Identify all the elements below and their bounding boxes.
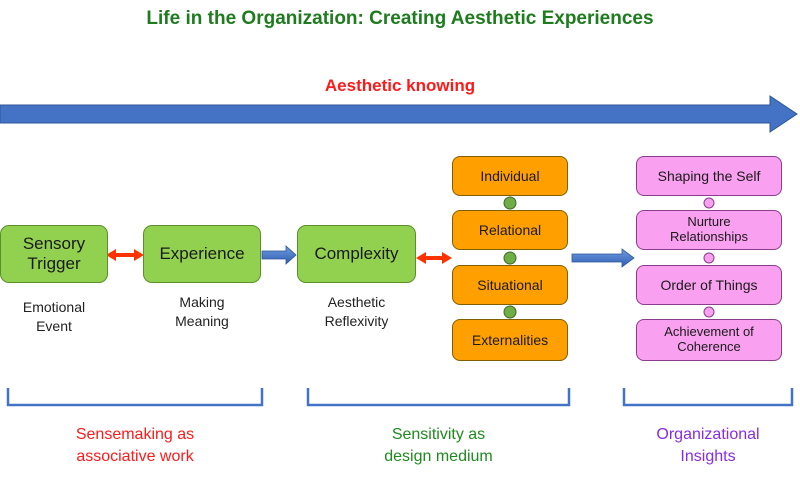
connector-dot: [703, 197, 715, 209]
stage-sensory-trigger: Sensory Trigger: [0, 225, 108, 283]
caption-aesthetic-reflexivity: Aesthetic Reflexivity: [324, 294, 389, 329]
stage-label: Complexity: [314, 244, 399, 264]
connector-dot: [503, 251, 517, 265]
connector-dot: [503, 305, 517, 319]
connector-dot: [703, 306, 715, 318]
group-insights: Organizational Insights: [656, 426, 760, 465]
dimension-situational: Situational: [452, 265, 568, 305]
stage-experience: Experience: [143, 225, 261, 283]
connector-dot: [703, 252, 715, 264]
insight-shaping-self: Shaping the Self: [636, 156, 782, 196]
double-arrow-complexity-dimensions: [416, 252, 452, 264]
group-sensitivity: Sensitivity as design medium: [384, 426, 493, 465]
insight-achievement-coherence: Achievement of Coherence: [636, 319, 782, 361]
caption-emotional-event: Emotional Event: [22, 299, 86, 334]
dimension-relational: Relational: [452, 210, 568, 250]
diagram-title: Life in the Organization: Creating Aesth…: [146, 8, 654, 29]
stage-label: Sensory Trigger: [22, 234, 86, 273]
bracket-sensemaking: [6, 388, 264, 407]
arrow-dimensions-insights: [571, 248, 635, 268]
bracket-sensitivity: [306, 388, 571, 407]
insight-nurture-relationships: Nurture Relationships: [636, 210, 782, 250]
bracket-insights: [622, 388, 794, 407]
aesthetic-knowing-label: Aesthetic knowing: [324, 76, 476, 95]
dimension-individual: Individual: [452, 156, 568, 196]
double-arrow-trigger-experience: [106, 249, 144, 261]
arrow-experience-complexity: [261, 245, 297, 265]
group-sensemaking: Sensemaking as associative work: [75, 426, 195, 465]
caption-making-meaning: Making Meaning: [175, 294, 229, 329]
aesthetic-knowing-arrow: [0, 95, 798, 133]
stage-label: Experience: [159, 244, 245, 264]
insight-order-of-things: Order of Things: [636, 265, 782, 305]
stage-complexity: Complexity: [297, 225, 416, 283]
dimension-externalities: Externalities: [452, 319, 568, 361]
connector-dot: [503, 196, 517, 210]
